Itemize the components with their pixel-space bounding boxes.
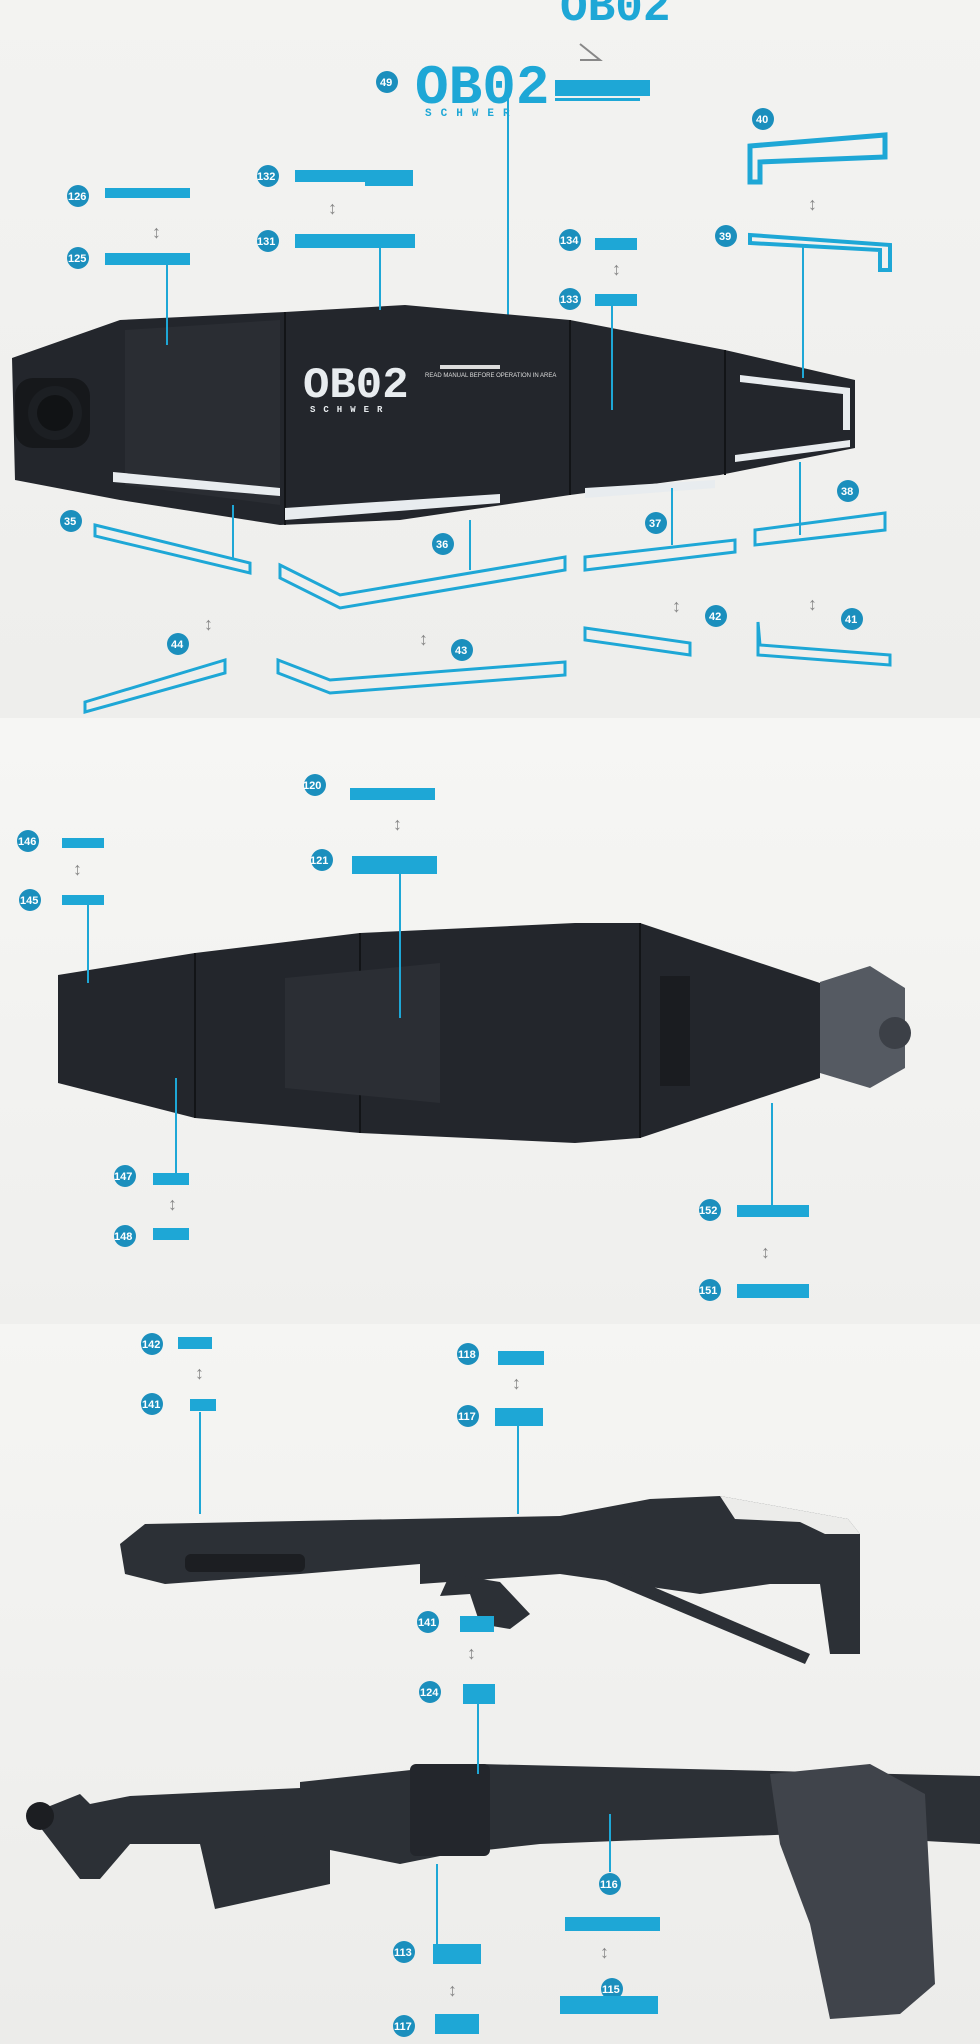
arrow-icon: ↕ bbox=[195, 1363, 204, 1383]
svg-text:148: 148 bbox=[114, 1231, 132, 1243]
svg-text:131: 131 bbox=[257, 236, 275, 248]
panel-upper-shield-graphic: OB02 OB02 SCHWER 49 OB02 SCHWER READ MAN… bbox=[12, 0, 892, 714]
svg-text:37: 37 bbox=[649, 518, 661, 530]
svg-text:40: 40 bbox=[756, 114, 768, 126]
panel-lower-shield: 120 121 ↕ 146 145 ↕ 147 148 ↕ 152 151 ↕ bbox=[0, 718, 980, 1324]
arrow-icon bbox=[579, 43, 603, 61]
svg-text:117: 117 bbox=[394, 2021, 412, 2033]
decal-group-bazooka: 141 124 ↕ 116 115 ↕ 113 117 ↕ bbox=[393, 1611, 660, 2037]
ob02-main-text: OB02 bbox=[415, 56, 549, 120]
arrow-icon: ↕ bbox=[672, 596, 681, 616]
arrow-icon: ↕ bbox=[761, 1242, 770, 1262]
svg-text:115: 115 bbox=[602, 1984, 620, 1996]
arrow-icon: ↕ bbox=[328, 198, 337, 218]
ob02-sub-text: SCHWER bbox=[425, 108, 519, 120]
decal-group-left-top: 126 125 ↕ bbox=[67, 185, 190, 345]
panel-weapons-graphic: 142 141 ↕ 118 117 ↕ 141 124 ↕ 116 115 ↕ … bbox=[26, 1333, 980, 2037]
svg-text:146: 146 bbox=[18, 836, 36, 848]
svg-text:126: 126 bbox=[68, 191, 86, 203]
arrow-icon: ↕ bbox=[73, 859, 82, 879]
decal-group-lower-center: 120 121 ↕ bbox=[303, 774, 437, 1018]
svg-text:145: 145 bbox=[20, 895, 38, 907]
decal-group-lower-left: 146 145 ↕ bbox=[17, 830, 104, 983]
arrow-icon: ↕ bbox=[600, 1942, 609, 1962]
svg-text:41: 41 bbox=[845, 614, 857, 626]
svg-text:133: 133 bbox=[560, 294, 578, 306]
svg-text:44: 44 bbox=[171, 639, 184, 651]
svg-text:141: 141 bbox=[418, 1617, 436, 1629]
svg-text:134: 134 bbox=[560, 235, 579, 247]
ob02-top-text: OB02 bbox=[560, 0, 670, 34]
arrow-icon: ↕ bbox=[393, 814, 402, 834]
panel-lower-shield-graphic: 120 121 ↕ 146 145 ↕ 147 148 ↕ 152 151 ↕ bbox=[17, 774, 911, 1301]
arrow-icon: ↕ bbox=[467, 1643, 476, 1663]
arrow-icon: ↕ bbox=[808, 594, 817, 614]
arrow-icon: ↕ bbox=[612, 259, 621, 279]
svg-text:113: 113 bbox=[394, 1947, 412, 1959]
arrow-icon: ↕ bbox=[152, 222, 161, 242]
svg-text:132: 132 bbox=[257, 171, 275, 183]
svg-text:36: 36 bbox=[436, 539, 448, 551]
ob02-applied-text: OB02 bbox=[303, 361, 409, 411]
panel-upper-shield: OB02 OB02 SCHWER 49 OB02 SCHWER READ MAN… bbox=[0, 0, 980, 718]
ob02-decal: OB02 SCHWER bbox=[415, 56, 650, 120]
svg-text:121: 121 bbox=[310, 855, 328, 867]
badge-49 bbox=[376, 71, 398, 93]
arrow-icon: ↕ bbox=[419, 629, 428, 649]
svg-text:43: 43 bbox=[455, 645, 467, 657]
svg-text:151: 151 bbox=[699, 1285, 717, 1297]
svg-text:117: 117 bbox=[458, 1411, 476, 1423]
svg-text:38: 38 bbox=[841, 486, 853, 498]
decal-group-bottom: 35 36 37 38 44 ↕ 43 ↕ 42 ↕ 41 ↕ bbox=[60, 462, 892, 714]
arrow-icon: ↕ bbox=[448, 1980, 457, 2000]
svg-text:124: 124 bbox=[420, 1687, 439, 1699]
arrow-icon: ↕ bbox=[168, 1194, 177, 1214]
upper-shield-part: OB02 SCHWER READ MANUAL BEFORE OPERATION… bbox=[12, 305, 855, 525]
svg-text:141: 141 bbox=[142, 1399, 160, 1411]
lower-shield-part bbox=[58, 923, 911, 1143]
shotgun-part bbox=[120, 1496, 860, 1664]
svg-text:118: 118 bbox=[458, 1349, 476, 1361]
read-manual-text: READ MANUAL BEFORE OPERATION IN AREA bbox=[425, 373, 556, 379]
ob02-applied-sub: SCHWER bbox=[310, 405, 390, 415]
arrow-icon: ↕ bbox=[512, 1373, 521, 1393]
svg-text:142: 142 bbox=[142, 1339, 160, 1351]
svg-text:152: 152 bbox=[699, 1205, 717, 1217]
badge-49-label: 49 bbox=[380, 77, 392, 89]
svg-text:147: 147 bbox=[114, 1171, 132, 1183]
panel-weapons: 142 141 ↕ 118 117 ↕ 141 124 ↕ 116 115 ↕ … bbox=[0, 1324, 980, 2044]
svg-text:42: 42 bbox=[709, 611, 721, 623]
svg-text:120: 120 bbox=[303, 780, 321, 792]
bazooka-part bbox=[26, 1764, 980, 2019]
svg-text:35: 35 bbox=[64, 516, 76, 528]
decal-group-shotgun: 142 141 ↕ 118 117 ↕ bbox=[141, 1333, 544, 1514]
svg-text:125: 125 bbox=[68, 253, 86, 265]
decal-group-lower-bottom: 147 148 ↕ 152 151 ↕ bbox=[114, 1078, 809, 1301]
decal-group-center-top: 132 131 ↕ bbox=[257, 165, 415, 310]
svg-text:39: 39 bbox=[719, 231, 731, 243]
svg-text:116: 116 bbox=[600, 1879, 618, 1891]
peg-icon bbox=[820, 966, 905, 1088]
arrow-icon: ↕ bbox=[808, 194, 817, 214]
decal-group-right-top: 134 133 ↕ bbox=[559, 229, 637, 410]
decal-group-far-right: 40 39 ↕ bbox=[715, 108, 892, 378]
arrow-icon: ↕ bbox=[204, 614, 213, 634]
